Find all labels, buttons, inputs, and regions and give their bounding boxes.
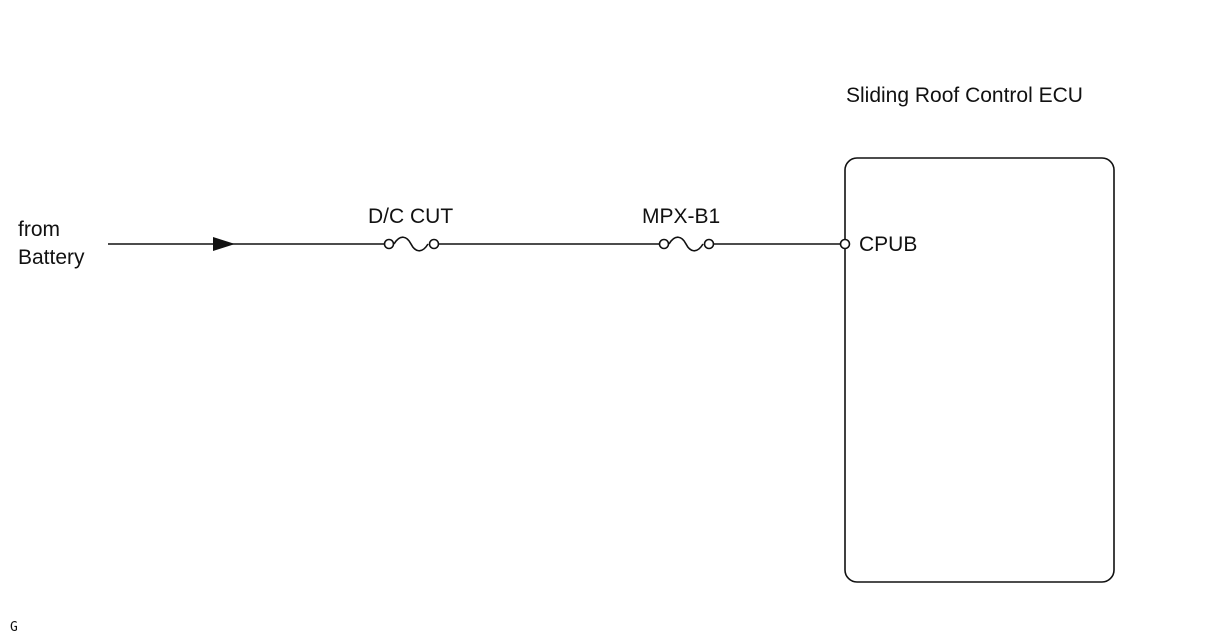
fuse-dc-cut bbox=[383, 236, 440, 252]
corner-mark: G bbox=[10, 620, 18, 635]
source-label: from Battery bbox=[18, 216, 85, 272]
terminal-connector bbox=[839, 238, 851, 250]
fuse-label-mpx-b1: MPX-B1 bbox=[642, 205, 721, 228]
flow-arrow-icon bbox=[213, 237, 235, 251]
ecu-title: Sliding Roof Control ECU bbox=[846, 84, 1083, 107]
fuse-label-dc-cut: D/C CUT bbox=[368, 205, 454, 228]
ecu-box bbox=[844, 157, 1115, 583]
terminal-label: CPUB bbox=[859, 233, 918, 256]
source-label-line2: Battery bbox=[18, 246, 85, 269]
source-label-line1: from bbox=[18, 218, 60, 241]
fuse-mpx-b1 bbox=[658, 236, 715, 252]
